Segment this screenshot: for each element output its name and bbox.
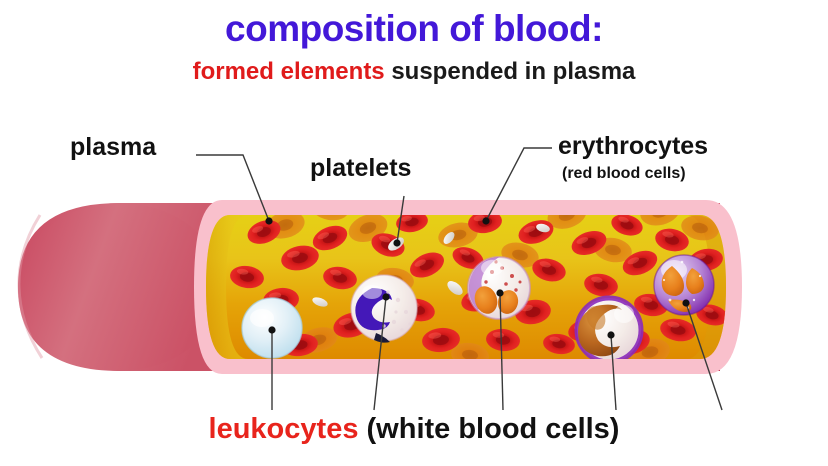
page-title: composition of blood: xyxy=(225,8,603,49)
erythrocytes-front-layer xyxy=(230,215,726,357)
erythrocyte xyxy=(543,333,575,355)
blood-cells-group xyxy=(230,215,726,359)
label-leukocytes: leukocytes (white blood cells) xyxy=(0,414,828,444)
label-plasma: plasma xyxy=(70,133,157,161)
erythrocyte xyxy=(547,215,587,229)
leukocyte-lymphocyte xyxy=(350,274,418,343)
erythrocyte xyxy=(584,273,618,297)
erythrocyte xyxy=(486,328,520,352)
label-leukocytes-highlight: leukocytes xyxy=(208,413,359,445)
erythrocyte xyxy=(422,327,460,353)
erythrocyte xyxy=(410,252,444,278)
label-erythrocytes: erythrocytes xyxy=(558,132,709,160)
erythrocyte xyxy=(281,245,319,271)
subtitle-rest: suspended in plasma xyxy=(384,58,636,85)
label-leukocytes-rest: (white blood cells) xyxy=(358,413,620,445)
erythrocyte xyxy=(571,230,607,256)
leader-lines xyxy=(196,147,723,411)
erythrocyte xyxy=(247,220,281,244)
erythrocyte xyxy=(452,247,484,269)
platelet xyxy=(312,297,328,307)
erythrocyte xyxy=(451,342,489,359)
leukocyte-eosinophil xyxy=(467,256,531,320)
erythrocyte xyxy=(696,304,726,326)
erythrocyte xyxy=(323,266,357,290)
erythrocyte xyxy=(312,225,348,251)
erythrocyte xyxy=(640,215,680,226)
erythrocyte xyxy=(655,228,689,252)
erythrocyte xyxy=(396,215,428,233)
erythrocyte xyxy=(622,250,658,276)
erythrocyte xyxy=(230,265,264,289)
label-platelets: platelets xyxy=(310,154,412,182)
page-subtitle: formed elements suspended in plasma xyxy=(0,58,828,86)
platelet xyxy=(536,223,550,233)
erythrocyte xyxy=(532,258,566,282)
erythrocyte xyxy=(660,318,696,342)
leukocyte-neutrophil xyxy=(653,254,715,316)
subtitle-highlight: formed elements xyxy=(192,58,385,85)
platelet xyxy=(443,232,455,244)
platelet xyxy=(447,281,463,295)
erythrocyte xyxy=(681,215,719,241)
leukocyte-monocyte xyxy=(574,295,644,359)
erythrocyte xyxy=(611,215,643,236)
label-erythrocytes-subtitle: (red blood cells) xyxy=(562,165,686,182)
leader-dots xyxy=(265,217,690,339)
